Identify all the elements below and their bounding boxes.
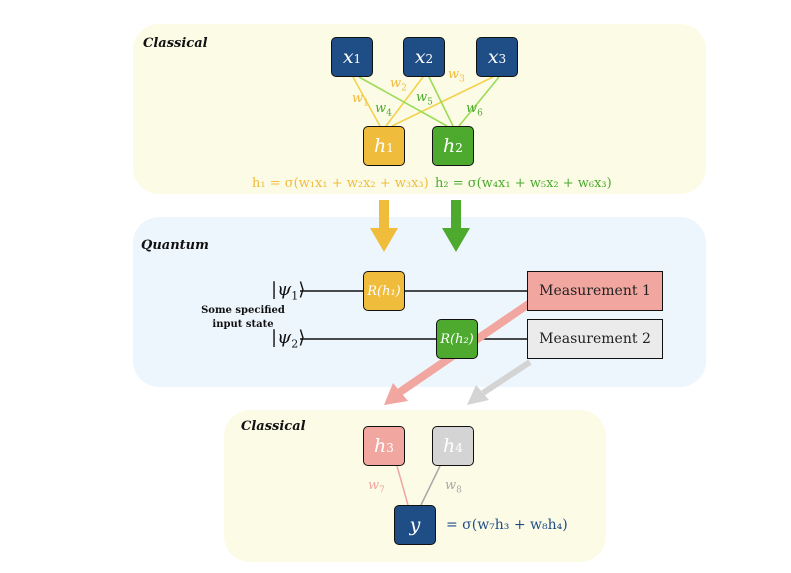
edge-w5 — [428, 76, 454, 127]
ket-psi1: |ψ1⟩ — [271, 279, 306, 303]
weight-label-w8: w8 — [445, 478, 462, 496]
edge-w4 — [358, 76, 448, 127]
formula-y: = σ(w₇h₃ + w₈h₄) — [446, 517, 568, 533]
result-node-y: y — [394, 505, 436, 545]
edge-w8 — [420, 465, 441, 506]
arrow-m2-to-h4 — [481, 359, 532, 396]
edge-w7 — [396, 465, 409, 506]
arrow-h1-to-gate — [370, 200, 398, 252]
input-state-note: Some specified input state — [201, 305, 285, 330]
arrow-h2-to-gate — [442, 200, 470, 252]
weight-label-w1: w1 — [352, 91, 369, 109]
weight-label-w2: w2 — [390, 76, 407, 94]
arrow-m1-head — [384, 383, 408, 405]
ket-psi2: |ψ2⟩ — [271, 327, 306, 351]
weight-label-w6: w6 — [466, 101, 483, 119]
weight-label-w3: w3 — [448, 67, 465, 85]
mid-panel-label: Quantum — [141, 238, 209, 253]
weight-label-w5: w5 — [416, 90, 433, 108]
top-panel-label: Classical — [143, 36, 208, 51]
weight-label-w7: w7 — [368, 478, 385, 496]
arrow-m2-head — [467, 385, 489, 405]
measurement-2-box: Measurement 2 — [527, 319, 663, 359]
edge-w3 — [391, 76, 494, 127]
formula-h1: h₁ = σ(w₁x₁ + w₂x₂ + w₃x₃) — [252, 176, 429, 191]
rotation-gate-1: R(h₁) — [363, 271, 405, 311]
bottom-panel-label: Classical — [241, 419, 306, 434]
measurement-1-box: Measurement 1 — [527, 271, 663, 311]
rotation-gate-2: R(h₂) — [436, 319, 478, 359]
edge-w6 — [458, 76, 500, 127]
formula-h2: h₂ = σ(w₄x₁ + w₅x₂ + w₆x₃) — [435, 176, 612, 191]
edge-w1 — [352, 76, 381, 127]
weight-label-w4: w4 — [375, 101, 392, 119]
